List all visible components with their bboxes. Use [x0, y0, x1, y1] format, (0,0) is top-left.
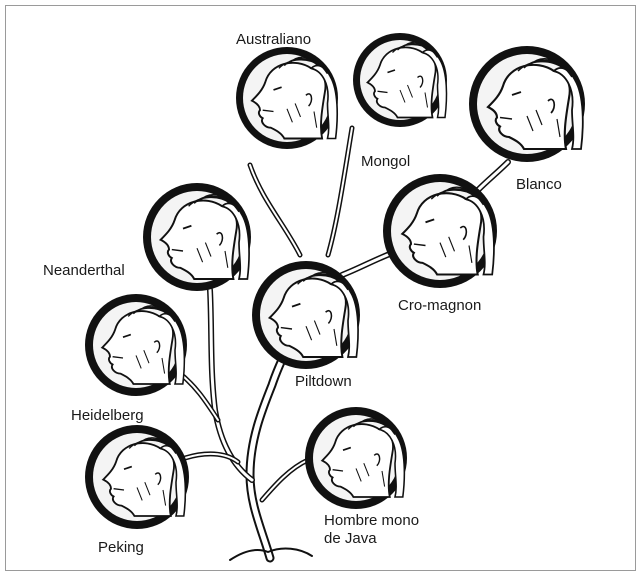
portrait-cro-magnon: [383, 174, 497, 288]
label-blanco: Blanco: [516, 176, 562, 194]
label-mongol: Mongol: [361, 153, 410, 171]
portrait-piltdown: [252, 261, 360, 369]
portrait-blanco: [469, 46, 585, 162]
portrait-mongol: [353, 33, 447, 127]
portrait-neanderthal: [143, 183, 251, 291]
label-hombre-mono-line1: Hombre mono: [324, 512, 419, 530]
label-neanderthal: Neanderthal: [43, 262, 125, 280]
label-cro-magnon: Cro-magnon: [398, 297, 481, 315]
portrait-australiano: [236, 47, 338, 149]
label-hombre-mono-line2: de Java: [324, 530, 377, 548]
label-australiano: Australiano: [236, 31, 311, 49]
portrait-heidelberg: [85, 294, 187, 396]
label-piltdown: Piltdown: [295, 373, 352, 391]
portrait-peking: [85, 425, 189, 529]
portrait-hombre-mono-de-java: [305, 407, 407, 509]
label-peking: Peking: [98, 539, 144, 557]
label-heidelberg: Heidelberg: [71, 407, 144, 425]
